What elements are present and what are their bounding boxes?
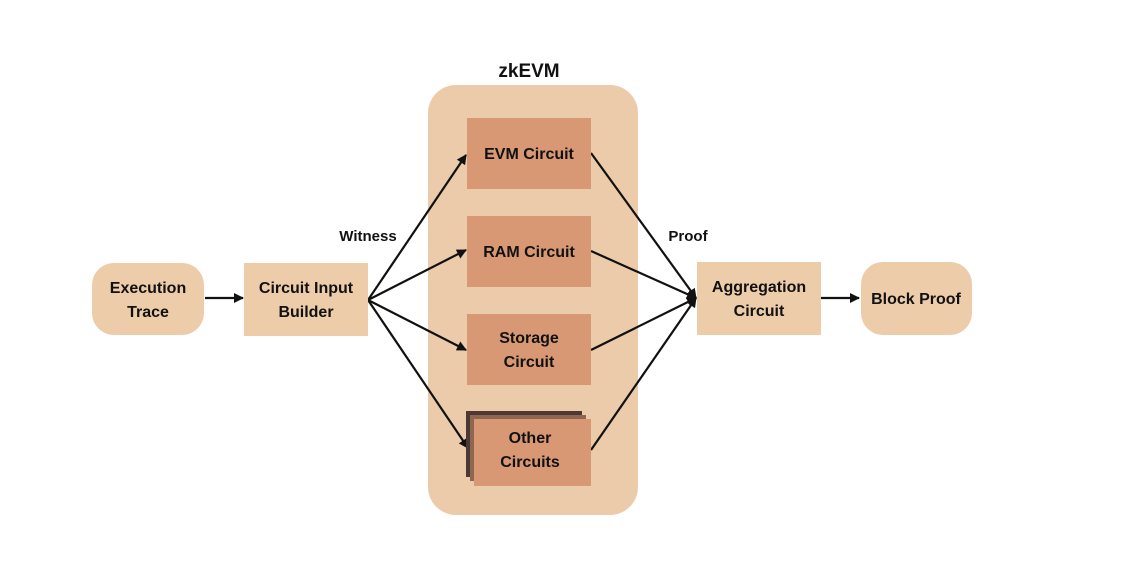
node-execution-trace: Execution Trace	[92, 263, 204, 335]
edge-evm-circuit-to-aggregation-circuit	[590, 152, 697, 299]
execution-trace-box	[92, 263, 204, 335]
node-storage-circuit: Storage Circuit	[467, 314, 591, 385]
storage-circuit-label-line-1: Storage	[499, 330, 559, 347]
zkevm-container: zkEVM	[428, 61, 638, 515]
execution-trace-label-line-1: Execution	[110, 280, 186, 297]
other-circuits-box	[474, 419, 591, 486]
other-circuits-label-line-1: Other	[509, 430, 552, 447]
other-circuits-label-line-2: Circuits	[500, 454, 560, 471]
node-other-circuits: Other Circuits	[466, 411, 591, 486]
node-circuit-input-builder: Circuit Input Builder	[244, 263, 368, 336]
execution-trace-label-line-2: Trace	[127, 304, 169, 321]
ram-circuit-box	[467, 216, 591, 287]
circuit-input-builder-box	[244, 263, 368, 336]
node-evm-circuit: EVM Circuit	[467, 118, 591, 189]
edge-circuit-input-builder-to-evm-circuit	[367, 154, 467, 301]
edge-storage-circuit-to-aggregation-circuit	[590, 297, 697, 351]
aggregation-circuit-label-line-2: Circuit	[734, 303, 785, 320]
aggregation-circuit-label-line-1: Aggregation	[712, 279, 806, 296]
edge-ram-circuit-to-aggregation-circuit	[590, 249, 697, 300]
block-proof-label: Block Proof	[871, 291, 961, 308]
zkevm-container-title: zkEVM	[498, 61, 559, 82]
edge-circuit-input-builder-to-other-circuits	[367, 299, 469, 449]
edge-layer	[205, 152, 860, 451]
storage-circuit-label-line-2: Circuit	[504, 354, 555, 371]
node-ram-circuit: RAM Circuit	[467, 216, 591, 287]
edge-circuit-input-builder-to-storage-circuit	[367, 299, 467, 351]
proof-label: Proof	[668, 228, 708, 245]
evm-circuit-box	[467, 118, 591, 189]
aggregation-circuit-box	[697, 262, 821, 335]
node-block-proof: Block Proof	[861, 262, 972, 335]
zkevm-container-box	[428, 85, 638, 515]
circuit-input-builder-label-line-1: Circuit Input	[259, 280, 354, 297]
witness-label: Witness	[339, 228, 396, 245]
block-proof-box	[861, 262, 972, 335]
ram-circuit-label: RAM Circuit	[483, 244, 575, 261]
node-aggregation-circuit: Aggregation Circuit	[697, 262, 821, 335]
circuit-input-builder-label-line-2: Builder	[278, 304, 333, 321]
evm-circuit-label: EVM Circuit	[484, 146, 574, 163]
edge-circuit-input-builder-to-ram-circuit	[367, 249, 467, 301]
edge-other-circuits-to-aggregation-circuit	[590, 297, 697, 451]
storage-circuit-box	[467, 314, 591, 385]
